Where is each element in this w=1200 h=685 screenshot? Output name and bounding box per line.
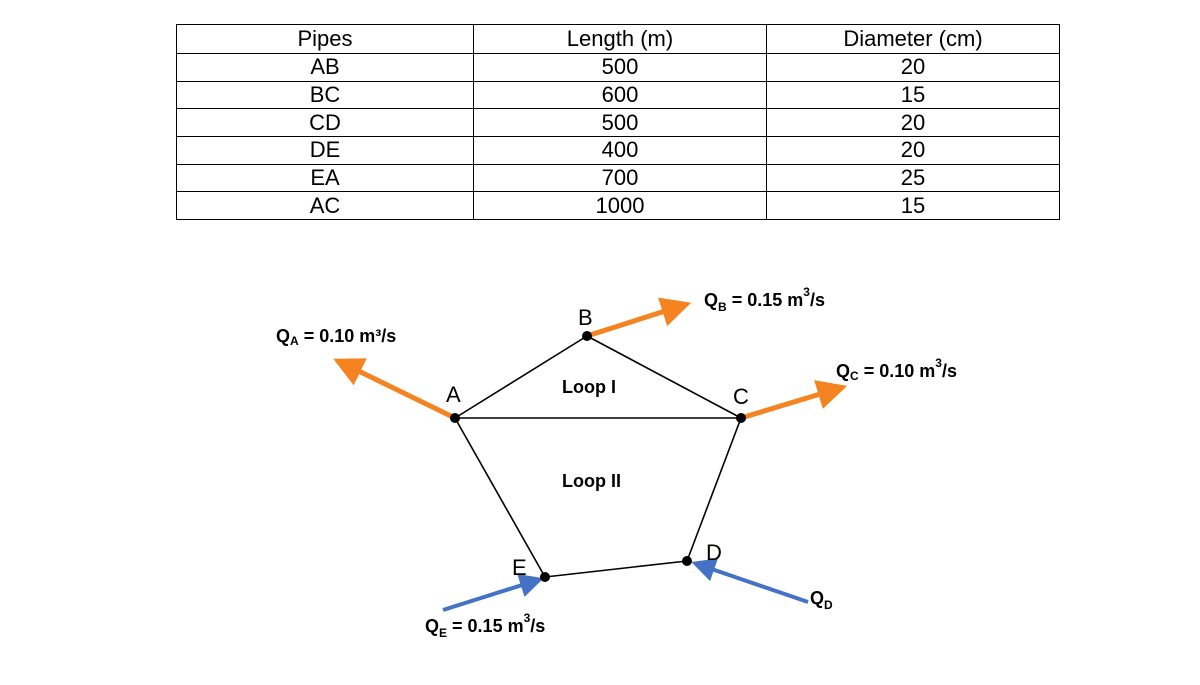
flow-label-qb-sup: 3 bbox=[803, 285, 810, 299]
flow-label-qc: QC = 0.10 m3/s bbox=[836, 356, 957, 383]
pipe-diameter-cell: 20 bbox=[766, 53, 1060, 82]
flow-label-qe: QE = 0.15 m3/s bbox=[425, 611, 545, 640]
flow-label-qe-q: Q bbox=[425, 616, 439, 636]
node-c-dot bbox=[736, 413, 746, 423]
flow-label-qc-sub: C bbox=[850, 369, 859, 383]
pipe-bc bbox=[586, 335, 742, 419]
flow-label-qc-tail: /s bbox=[942, 361, 957, 381]
flow-label-qb-value: = 0.15 m bbox=[727, 290, 804, 310]
flow-label-qe-sub: E bbox=[439, 626, 447, 640]
flow-label-qd-q: Q bbox=[810, 588, 824, 608]
pipe-ab bbox=[454, 335, 588, 419]
pipe-length-cell: 1000 bbox=[473, 191, 767, 220]
loop-label-2: Loop II bbox=[562, 471, 621, 491]
table-row: EA 700 25 bbox=[176, 163, 1060, 193]
pipe-diameter-cell: 20 bbox=[766, 108, 1060, 137]
node-b-dot bbox=[582, 331, 592, 341]
flow-label-qc-value: = 0.10 m bbox=[859, 361, 936, 381]
node-label-d: D bbox=[706, 540, 722, 565]
node-d-dot bbox=[682, 556, 692, 566]
pipe-name-cell: CD bbox=[176, 108, 474, 137]
table-header-row: Pipes Length (m) Diameter (cm) bbox=[176, 24, 1060, 54]
flow-arrow-c bbox=[740, 380, 848, 421]
flow-label-qc-sup: 3 bbox=[935, 356, 942, 370]
header-diameter: Diameter (cm) bbox=[766, 24, 1060, 54]
pipe-de bbox=[544, 560, 688, 578]
flow-label-qc-q: Q bbox=[836, 361, 850, 381]
flow-label-qb-sub: B bbox=[718, 300, 727, 314]
flow-label-qa: QA = 0.10 m³/s bbox=[276, 326, 396, 348]
flow-arrow-d bbox=[691, 558, 809, 604]
flow-arrow-e bbox=[442, 573, 544, 612]
header-pipes: Pipes bbox=[176, 24, 474, 54]
junction-nodes bbox=[450, 331, 746, 582]
node-label-c: C bbox=[733, 384, 749, 409]
node-label-a: A bbox=[446, 382, 461, 407]
node-label-e: E bbox=[512, 555, 527, 580]
flow-label-qa-value: = 0.10 m³/s bbox=[299, 326, 397, 346]
pipe-data-table: Pipes Length (m) Diameter (cm) AB 500 20… bbox=[176, 24, 1060, 220]
pipe-diameter-cell: 25 bbox=[766, 163, 1060, 193]
loop-label-1: Loop I bbox=[562, 377, 616, 397]
flow-label-qa-sub: A bbox=[290, 334, 299, 348]
flow-label-qd-sub: D bbox=[824, 598, 833, 612]
pipe-length-cell: 500 bbox=[473, 108, 767, 137]
flow-label-qe-value: = 0.15 m bbox=[447, 616, 524, 636]
flow-label-qb: QB = 0.15 m3/s bbox=[704, 285, 825, 314]
table-row: AC 1000 15 bbox=[176, 191, 1060, 220]
node-a-dot bbox=[450, 413, 460, 423]
flow-label-qa-q: Q bbox=[276, 326, 290, 346]
pipe-diameter-cell: 15 bbox=[766, 191, 1060, 220]
header-length: Length (m) bbox=[473, 24, 767, 54]
pipe-diameter-cell: 20 bbox=[766, 135, 1060, 165]
node-label-b: B bbox=[578, 305, 593, 330]
table-row: CD 500 20 bbox=[176, 108, 1060, 137]
flow-arrow-b bbox=[586, 297, 692, 339]
flow-label-qe-sup: 3 bbox=[524, 611, 531, 625]
flow-arrow-a bbox=[333, 358, 457, 421]
table-row: DE 400 20 bbox=[176, 135, 1060, 165]
pipe-cd bbox=[686, 417, 742, 562]
pipe-length-cell: 700 bbox=[473, 163, 767, 193]
pipe-lines bbox=[454, 335, 742, 578]
flow-label-qb-q: Q bbox=[704, 290, 718, 310]
flow-label-qd: QD bbox=[810, 588, 833, 612]
node-e-dot bbox=[540, 572, 550, 582]
pipe-ea bbox=[454, 417, 546, 578]
flow-label-qe-tail: /s bbox=[530, 616, 545, 636]
flow-label-qb-tail: /s bbox=[810, 290, 825, 310]
